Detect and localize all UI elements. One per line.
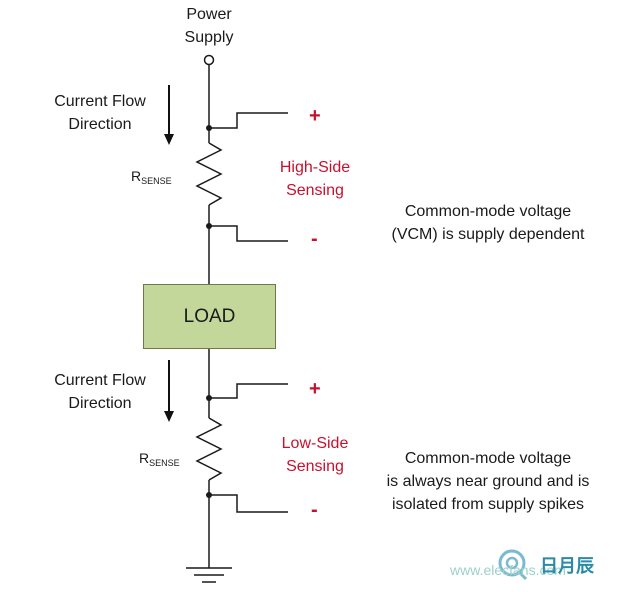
ground-icon bbox=[186, 567, 232, 583]
ls-plus-sign: + bbox=[309, 378, 321, 400]
ls-vcm-note: Common-mode voltage is always near groun… bbox=[368, 447, 608, 516]
ls-sensing-line1: Low-Side bbox=[281, 435, 349, 452]
hs-plus-lead bbox=[209, 112, 288, 129]
hs-rsense-label: RSENSE bbox=[131, 168, 172, 186]
hs-minus-sign: - bbox=[311, 228, 318, 250]
ls-minus-sign: - bbox=[311, 499, 318, 521]
watermark-cn: 日月辰 bbox=[540, 556, 594, 577]
high-side-sensing-label: High-Side Sensing bbox=[265, 156, 365, 202]
hs-flow-line2: Direction bbox=[68, 116, 132, 133]
load-box: LOAD bbox=[143, 284, 276, 349]
hs-note-line1: Common-mode voltage bbox=[404, 203, 572, 220]
power-terminal bbox=[203, 54, 215, 66]
power-supply-line1: Power bbox=[186, 6, 232, 23]
hs-arrow-down-icon bbox=[164, 85, 174, 145]
hs-note-line2: (VCM) is supply dependent bbox=[391, 226, 585, 243]
low-side-sensing-label: Low-Side Sensing bbox=[265, 432, 365, 478]
low-side-resistor bbox=[195, 417, 223, 481]
ls-rsense-label: RSENSE bbox=[139, 450, 180, 468]
hs-vcm-note: Common-mode voltage (VCM) is supply depe… bbox=[368, 200, 608, 246]
hs-sensing-line2: Sensing bbox=[286, 182, 344, 199]
ls-note-line1: Common-mode voltage bbox=[404, 450, 572, 467]
hs-current-flow-label: Current Flow Direction bbox=[40, 90, 160, 136]
ls-minus-lead bbox=[209, 494, 288, 513]
ls-flow-line1: Current Flow bbox=[54, 372, 146, 389]
power-supply-label: Power Supply bbox=[168, 3, 250, 49]
hs-minus-lead bbox=[209, 225, 288, 242]
ls-plus-lead bbox=[209, 383, 288, 399]
hs-sensing-line1: High-Side bbox=[279, 159, 351, 176]
ls-note-line2: is always near ground and is bbox=[386, 473, 590, 490]
ls-current-flow-label: Current Flow Direction bbox=[40, 369, 160, 415]
hs-flow-line1: Current Flow bbox=[54, 93, 146, 110]
hs-plus-sign: + bbox=[309, 105, 321, 127]
watermark-url: www.elecfans.com bbox=[450, 562, 566, 578]
ls-flow-line2: Direction bbox=[68, 395, 132, 412]
watermark-logo-icon bbox=[498, 549, 528, 581]
ls-note-line3: isolated from supply spikes bbox=[391, 496, 585, 513]
power-supply-line2: Supply bbox=[184, 29, 234, 46]
ls-arrow-down-icon bbox=[164, 360, 174, 422]
ls-sensing-line2: Sensing bbox=[286, 458, 344, 475]
high-side-resistor bbox=[195, 142, 223, 206]
